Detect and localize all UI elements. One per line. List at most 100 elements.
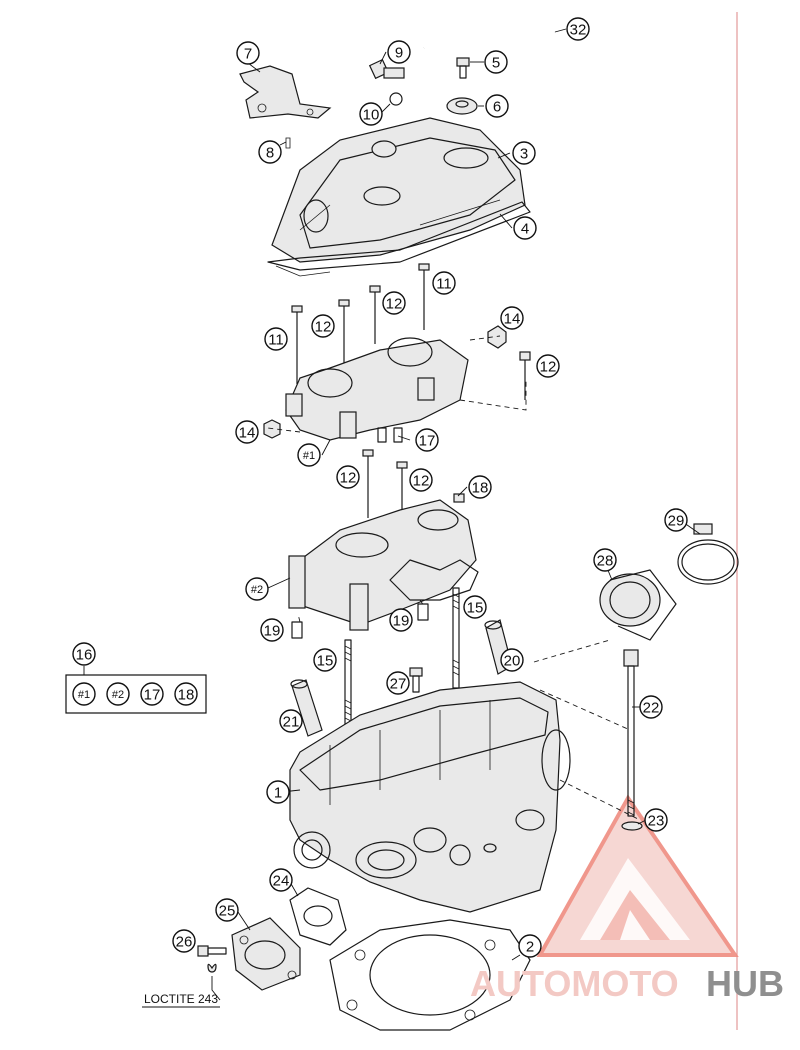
callout-number: 11 — [268, 332, 284, 349]
kit-item-circle — [72, 682, 96, 706]
callout-12e: 12 — [409, 468, 433, 492]
callout-number: 9 — [395, 45, 403, 62]
bracket-part — [239, 65, 332, 149]
callout-11b: 11 — [264, 327, 288, 351]
callout-number: 29 — [668, 513, 685, 530]
callout-number: 28 — [597, 553, 614, 570]
intake-gasket-part — [289, 887, 347, 946]
callout-14a: 14 — [500, 306, 524, 330]
callout-2h: #2 — [245, 577, 269, 601]
callout-number: 25 — [219, 903, 236, 920]
callout-circle — [359, 102, 383, 126]
callout-circle — [463, 595, 487, 619]
watermark-text: AUTOMOTO HUB — [470, 963, 784, 1004]
bolt-27-part — [409, 667, 423, 693]
exhaust-flange-part — [231, 917, 301, 991]
callout-circle — [215, 898, 239, 922]
callout-number: 16 — [76, 647, 93, 664]
callout-circle — [236, 41, 260, 65]
callout-circle — [513, 216, 537, 240]
callout-number: 24 — [273, 873, 290, 890]
callout-circle — [518, 934, 542, 958]
callout-23: 23 — [644, 808, 668, 832]
kit-item-label: #1 — [78, 689, 90, 701]
callout-number: 4 — [521, 221, 529, 238]
callout-circle — [536, 354, 560, 378]
callout-circle — [266, 780, 290, 804]
callout-number: 12 — [540, 359, 557, 376]
callout-25: 25 — [215, 898, 239, 922]
callout-number: 23 — [648, 813, 665, 830]
callout-number: 6 — [493, 99, 501, 116]
callout-22: 22 — [639, 695, 663, 719]
kit-item: 18 — [174, 682, 198, 706]
callout-number: 15 — [467, 600, 484, 617]
callout-4: 4 — [513, 216, 537, 240]
callout-number: 12 — [413, 473, 430, 490]
callout-9: 9 — [387, 40, 411, 64]
callout-12c: 12 — [536, 354, 560, 378]
breather-hose-part — [421, 19, 557, 51]
kit-item: #2 — [106, 682, 130, 706]
callout-circle — [269, 868, 293, 892]
long-bolt-part — [621, 649, 643, 831]
callout-26: 26 — [172, 929, 196, 953]
callout-14b: 14 — [235, 420, 259, 444]
kit-group-items: #1 #2 17 18 — [72, 682, 198, 706]
kit-item-circle — [174, 682, 198, 706]
callout-19b: 19 — [389, 608, 413, 632]
callout-28: 28 — [593, 548, 617, 572]
callout-29: 29 — [664, 508, 688, 532]
callout-circle — [500, 306, 524, 330]
callout-circle — [297, 443, 321, 467]
callout-number: 14 — [504, 311, 521, 328]
callout-number: 7 — [244, 46, 252, 63]
callout-circle — [389, 608, 413, 632]
callout-circle — [432, 271, 456, 295]
callout-12b: 12 — [311, 314, 335, 338]
callout-number: 1 — [274, 785, 282, 802]
callout-circle — [485, 94, 509, 118]
callout-circle — [279, 709, 303, 733]
callout-12a: 12 — [382, 291, 406, 315]
callout-circle — [260, 618, 284, 642]
callout-number: #1 — [303, 450, 315, 462]
bearing-cap-2-part — [288, 449, 479, 639]
callout-1h: #1 — [297, 443, 321, 467]
valve-cover-bolt-part — [446, 57, 478, 115]
callout-circle — [566, 17, 590, 41]
watermark-brand-suffix: HUB — [706, 963, 784, 1004]
callout-number: 18 — [472, 480, 489, 497]
callout-number: 26 — [176, 934, 193, 951]
callout-18: 18 — [468, 475, 492, 499]
callout-15a: 15 — [463, 595, 487, 619]
callout-circle — [468, 475, 492, 499]
callout-circle — [639, 695, 663, 719]
callout-circle — [664, 508, 688, 532]
callout-circle — [313, 648, 337, 672]
callout-number: 17 — [419, 433, 436, 450]
callout-circle — [382, 291, 406, 315]
callout-3: 3 — [512, 141, 536, 165]
callout-32: 32 — [566, 17, 590, 41]
callout-number: 3 — [520, 146, 528, 163]
callout-number: 12 — [315, 319, 332, 336]
callout-circle — [72, 642, 96, 666]
callout-circle — [311, 314, 335, 338]
callout-7: 7 — [236, 41, 260, 65]
callout-5: 5 — [484, 50, 508, 74]
exhaust-bolt-part — [197, 945, 227, 1001]
callout-number: 14 — [239, 425, 256, 442]
callout-number: 10 — [363, 107, 380, 124]
kit-item: 17 — [140, 682, 164, 706]
bearing-cap-1-part — [263, 263, 531, 443]
kit-item-label: 17 — [144, 687, 161, 704]
callout-number: 32 — [570, 22, 587, 39]
breather-fitting-part — [368, 58, 405, 106]
kit-item-circle — [140, 682, 164, 706]
callout-19a: 19 — [260, 618, 284, 642]
callout-number: 20 — [504, 653, 521, 670]
callout-10: 10 — [359, 102, 383, 126]
callout-circle — [593, 548, 617, 572]
